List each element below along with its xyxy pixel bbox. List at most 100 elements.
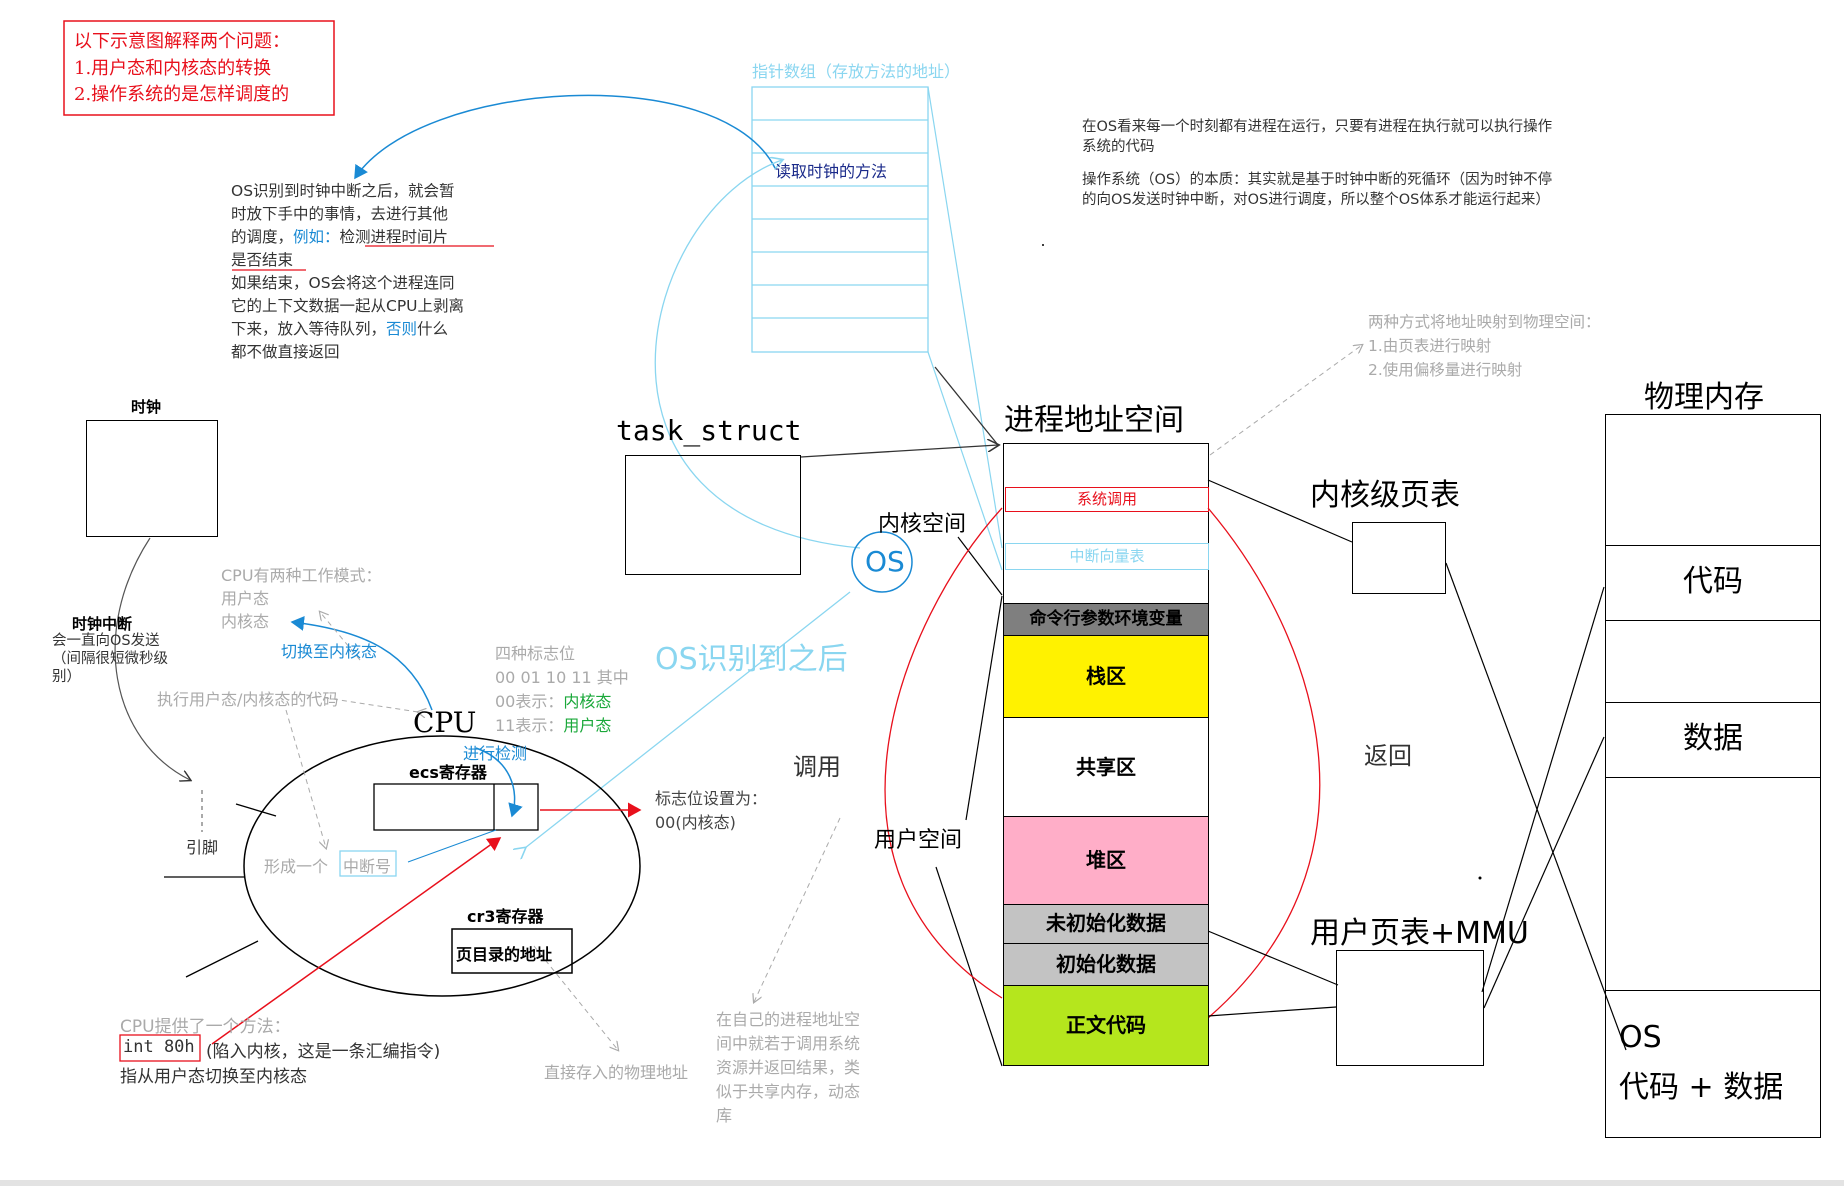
bss-region: 未初始化数据 xyxy=(1003,904,1209,944)
clock-interrupt-title: 时钟中断 xyxy=(72,615,133,633)
clock-interrupt-note: 会一直向OS发送 （间隔很短微秒级 别） xyxy=(52,633,168,685)
os-recognized-label: OS识别到之后 xyxy=(655,642,848,677)
line-array-ivt-top xyxy=(927,86,1003,549)
flag-bits-note: 四种标志位 00 01 10 11 其中 00表示：内核态 11表示：用户态 xyxy=(495,644,629,735)
flag-set-note: 标志位设置为： 00(内核态) xyxy=(655,789,768,832)
line-user-space-top xyxy=(965,595,1003,821)
kernel-page-table-box xyxy=(1352,522,1446,594)
cpu-modes-note: CPU有两种工作模式： 用户态 内核态 xyxy=(221,566,382,631)
line-kernel-space xyxy=(957,536,1003,596)
physical-os-region xyxy=(1605,990,1821,1138)
task-struct-label: task_struct xyxy=(616,414,802,447)
user-space-label: 用户空间 xyxy=(874,828,963,853)
physical-memory-box xyxy=(1605,414,1821,1138)
ecs-register-box xyxy=(373,783,539,831)
physical-os-content: 代码 + 数据 xyxy=(1619,1070,1784,1105)
cr3-register-label: cr3寄存器 xyxy=(467,907,544,926)
cpu-ellipse xyxy=(243,735,641,997)
arrow-int80 xyxy=(211,837,502,1045)
arrow-direct-store xyxy=(533,945,618,1050)
arrow-task-struct xyxy=(800,445,998,458)
line-kernel-pt-os xyxy=(1445,562,1627,1051)
arrow-cpu-modes xyxy=(320,612,361,661)
interrupt-num-prefix: 形成一个 xyxy=(264,857,329,876)
physical-os-label: OS xyxy=(1619,1020,1662,1055)
arc-to-os-note xyxy=(354,94,776,180)
cpu-pin-3 xyxy=(185,940,259,978)
arrow-interrupt-num xyxy=(285,709,326,848)
stack-region: 栈区 xyxy=(1003,635,1209,718)
physical-data-region: 数据 xyxy=(1605,702,1821,778)
interrupt-num-box xyxy=(339,850,397,877)
curve-call xyxy=(884,507,1003,999)
int80-desc: (陷入内核，这是一条汇编指令) xyxy=(206,1042,441,1062)
arrow-exec-code xyxy=(299,693,418,712)
switch-kernel-label: 切换至内核态 xyxy=(281,642,378,661)
ivt-region: 中断向量表 xyxy=(1005,543,1209,570)
exec-code-label: 执行用户态/内核态的代码 xyxy=(157,690,339,709)
arrow-mapping-note xyxy=(1209,345,1362,456)
text-region: 正文代码 xyxy=(1003,985,1209,1066)
clock-label: 时钟 xyxy=(131,398,162,416)
os-circle-label: OS xyxy=(865,545,905,578)
syscall-region: 系统调用 xyxy=(1005,487,1209,512)
line-user-pt-code xyxy=(1481,586,1605,993)
bottom-scrollbar[interactable] xyxy=(0,1180,1844,1186)
direct-store-label: 直接存入的物理地址 xyxy=(544,1063,689,1082)
line-text-user-pt xyxy=(1207,1006,1337,1017)
read-clock-method: 读取时钟的方法 xyxy=(775,162,888,181)
arc-os-to-read-clock xyxy=(654,160,861,549)
user-page-table-label: 用户页表+MMU xyxy=(1310,916,1529,951)
physical-code-region: 代码 xyxy=(1605,545,1821,621)
os-circle xyxy=(851,531,913,593)
arrow-shared-note xyxy=(754,817,841,1002)
curve-clock-to-pin xyxy=(114,537,190,780)
user-page-table-box xyxy=(1336,950,1484,1066)
line-user-space-bottom xyxy=(935,866,1003,1067)
os-view-note: 在OS看来每一个时刻都有进程在运行，只要有进程在执行就可以执行操作 系统的代码 … xyxy=(1082,119,1553,208)
interrupt-num-label: 中断号 xyxy=(343,857,392,876)
arrow-switch-kernel xyxy=(290,615,433,711)
call-label: 调用 xyxy=(793,753,841,781)
intro-box xyxy=(63,20,335,116)
line-array-ivt-bottom xyxy=(927,351,1003,571)
line-array-to-space xyxy=(934,366,999,446)
line-space-kernel-pt xyxy=(1207,479,1353,543)
ecs-register-label: ecs寄存器 xyxy=(409,763,487,782)
data-region: 初始化数据 xyxy=(1003,943,1209,986)
kernel-page-table-label: 内核级页表 xyxy=(1310,478,1460,513)
int80-intro: CPU提供了一个方法： xyxy=(120,1017,291,1037)
line-data-user-pt xyxy=(1207,930,1339,986)
return-label: 返回 xyxy=(1364,742,1412,770)
int80-box xyxy=(119,1034,201,1062)
int80-switch: 指从用户态切换至内核态 xyxy=(120,1067,307,1087)
curve-return xyxy=(1207,507,1321,1019)
line-ecs-interrupt-num xyxy=(407,829,497,863)
cmdline-env-region: 命令行参数环境变量 xyxy=(1003,603,1209,636)
shared-note: 在自己的进程地址空 间中就若于调用系统 资源并返回结果，类 似于共享内存，动态 … xyxy=(716,1010,861,1125)
page-dir-label: 页目录的地址 xyxy=(456,945,553,964)
intro-title: 以下示意图解释两个问题： xyxy=(74,31,290,52)
address-space-title: 进程地址空间 xyxy=(1004,403,1184,438)
cpu-pin-1 xyxy=(235,803,277,817)
heap-region: 堆区 xyxy=(1003,816,1209,905)
pointer-array-title: 指针数组（存放方法的地址） xyxy=(752,62,961,81)
pin-label: 引脚 xyxy=(186,838,219,857)
kernel-space-label: 内核空间 xyxy=(878,512,967,537)
line-user-pt-data xyxy=(1483,736,1605,1009)
line-os-recognized xyxy=(525,591,851,848)
task-struct-box xyxy=(625,455,801,575)
page-dir-box xyxy=(451,928,573,974)
check-label: 进行检测 xyxy=(463,744,528,763)
mapping-note: 两种方式将地址映射到物理空间： 1.由页表进行映射 2.使用偏移量进行映射 xyxy=(1368,313,1601,379)
shared-region: 共享区 xyxy=(1003,717,1209,817)
physical-memory-title: 物理内存 xyxy=(1644,380,1764,415)
pointer-array-table xyxy=(751,86,929,353)
os-clock-note: OS识别到时钟中断之后，就会暂 时放下手中的事情，去进行其他 的调度，例如：检测… xyxy=(231,182,465,361)
clock-box xyxy=(86,420,218,537)
intro-question-1: 1.用户态和内核态的转换 xyxy=(74,58,272,79)
intro-question-2: 2.操作系统的是怎样调度的 xyxy=(74,84,290,105)
arrow-check xyxy=(475,747,523,818)
